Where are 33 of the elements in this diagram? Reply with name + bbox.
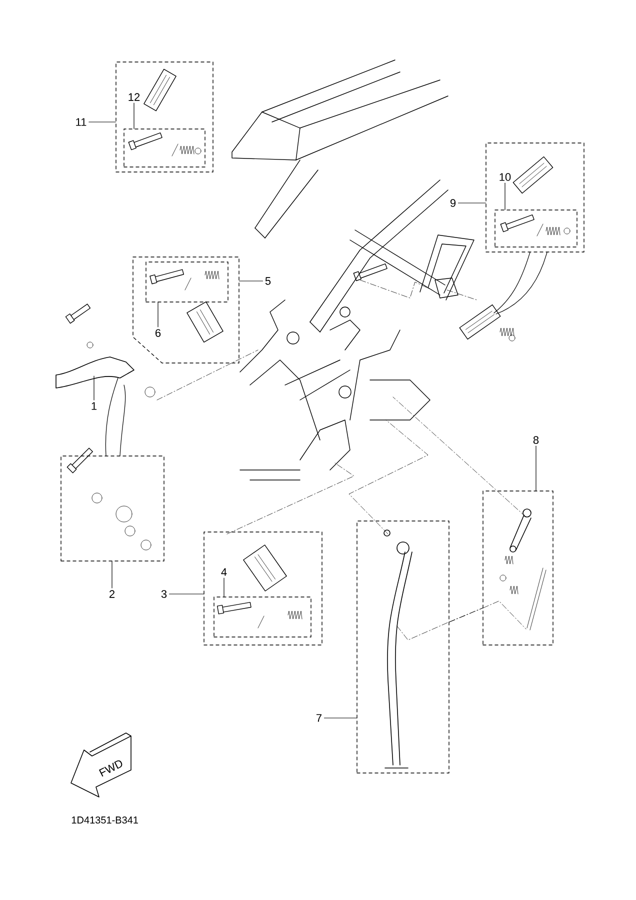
assembly-line bbox=[449, 608, 483, 622]
callout-number: 2 bbox=[110, 590, 114, 598]
leader-line bbox=[458, 202, 486, 204]
leader-line bbox=[238, 280, 264, 282]
group-frame bbox=[214, 596, 312, 638]
part-code: 1D41351-B341 bbox=[72, 816, 138, 824]
callout-number: 3 bbox=[161, 590, 167, 598]
direction-label: FWD bbox=[98, 760, 122, 777]
group-frame bbox=[124, 128, 206, 168]
callout-number: 7 bbox=[316, 714, 322, 722]
leader-line bbox=[120, 384, 126, 456]
group-frame bbox=[356, 520, 450, 774]
group-frame bbox=[482, 490, 554, 646]
callout-number: 11 bbox=[76, 118, 86, 126]
group-frame bbox=[132, 256, 240, 364]
callout-number: 10 bbox=[500, 173, 511, 181]
group-frame bbox=[204, 532, 322, 646]
leader-line bbox=[105, 378, 118, 456]
leader-line bbox=[496, 252, 548, 314]
callout-number: 4 bbox=[221, 568, 227, 576]
callout-number: 5 bbox=[265, 277, 271, 285]
group-frame bbox=[494, 210, 578, 248]
callout-number: 9 bbox=[450, 199, 456, 207]
leader-line bbox=[494, 252, 530, 314]
callout-number: 8 bbox=[533, 436, 539, 444]
group-frame bbox=[486, 142, 584, 252]
callout-number: 6 bbox=[156, 329, 161, 337]
group-frame bbox=[60, 456, 164, 562]
group-frame bbox=[116, 62, 214, 172]
group-frame bbox=[146, 262, 228, 302]
callout-number: 12 bbox=[128, 93, 140, 101]
leader-line bbox=[504, 182, 506, 210]
callout-number: 1 bbox=[92, 402, 97, 410]
